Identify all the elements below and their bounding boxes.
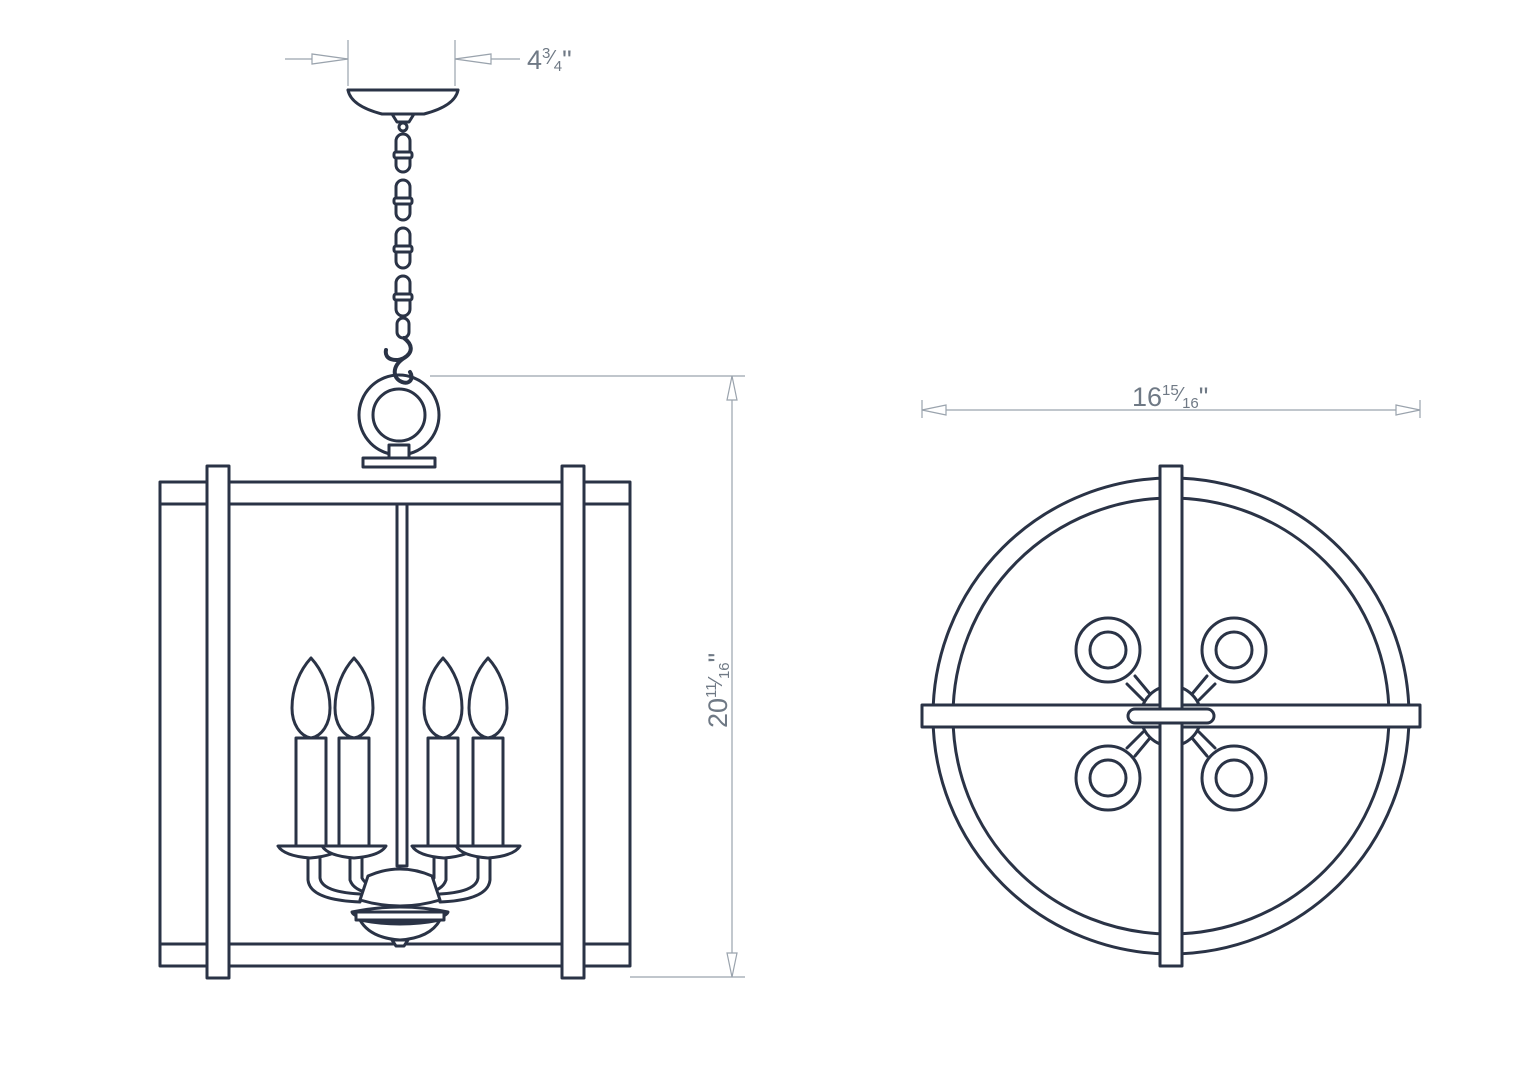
cup-top-left: [1074, 616, 1142, 684]
center-stem: [395, 502, 409, 868]
height-numerator: 11: [703, 682, 720, 698]
height-denominator: 16: [716, 662, 733, 679]
candle-4: [454, 656, 522, 860]
dimension-diameter: 1615⁄16": [921, 382, 1421, 418]
cup-bottom-left: [1074, 744, 1142, 812]
diameter-denominator: 16: [1182, 395, 1199, 412]
loop-ring: [357, 373, 441, 469]
svg-text:2011⁄16": 2011⁄16": [703, 653, 733, 728]
canopy-width-denominator: 4: [554, 58, 562, 75]
dimension-height: 2011⁄16": [430, 375, 745, 978]
height-whole: 20: [703, 698, 733, 728]
front-elevation: [158, 88, 632, 980]
hub-bracket: [1126, 707, 1216, 725]
lantern-frame: [158, 464, 632, 980]
diameter-unit: ": [1199, 382, 1209, 412]
canopy-width-unit: ": [562, 45, 572, 75]
cup-top-right: [1200, 616, 1268, 684]
top-view: [920, 464, 1422, 968]
cup-arms: [1125, 674, 1217, 758]
candle-cluster: [306, 854, 492, 948]
diameter-whole: 16: [1132, 382, 1162, 412]
ceiling-canopy: [346, 88, 460, 133]
diameter-numerator: 15: [1162, 382, 1179, 399]
dimension-canopy-width: 43⁄4": [285, 40, 572, 86]
canopy-width-numerator: 3: [542, 45, 550, 62]
candle-1: [276, 656, 344, 860]
chain: [392, 132, 414, 340]
svg-text:43⁄4": 43⁄4": [527, 45, 572, 75]
height-unit: ": [703, 653, 733, 663]
svg-text:1615⁄16": 1615⁄16": [1132, 382, 1208, 412]
candle-2: [320, 656, 388, 860]
cup-bottom-right: [1200, 744, 1268, 812]
candle-3: [410, 656, 478, 860]
canopy-width-whole: 4: [527, 45, 542, 75]
